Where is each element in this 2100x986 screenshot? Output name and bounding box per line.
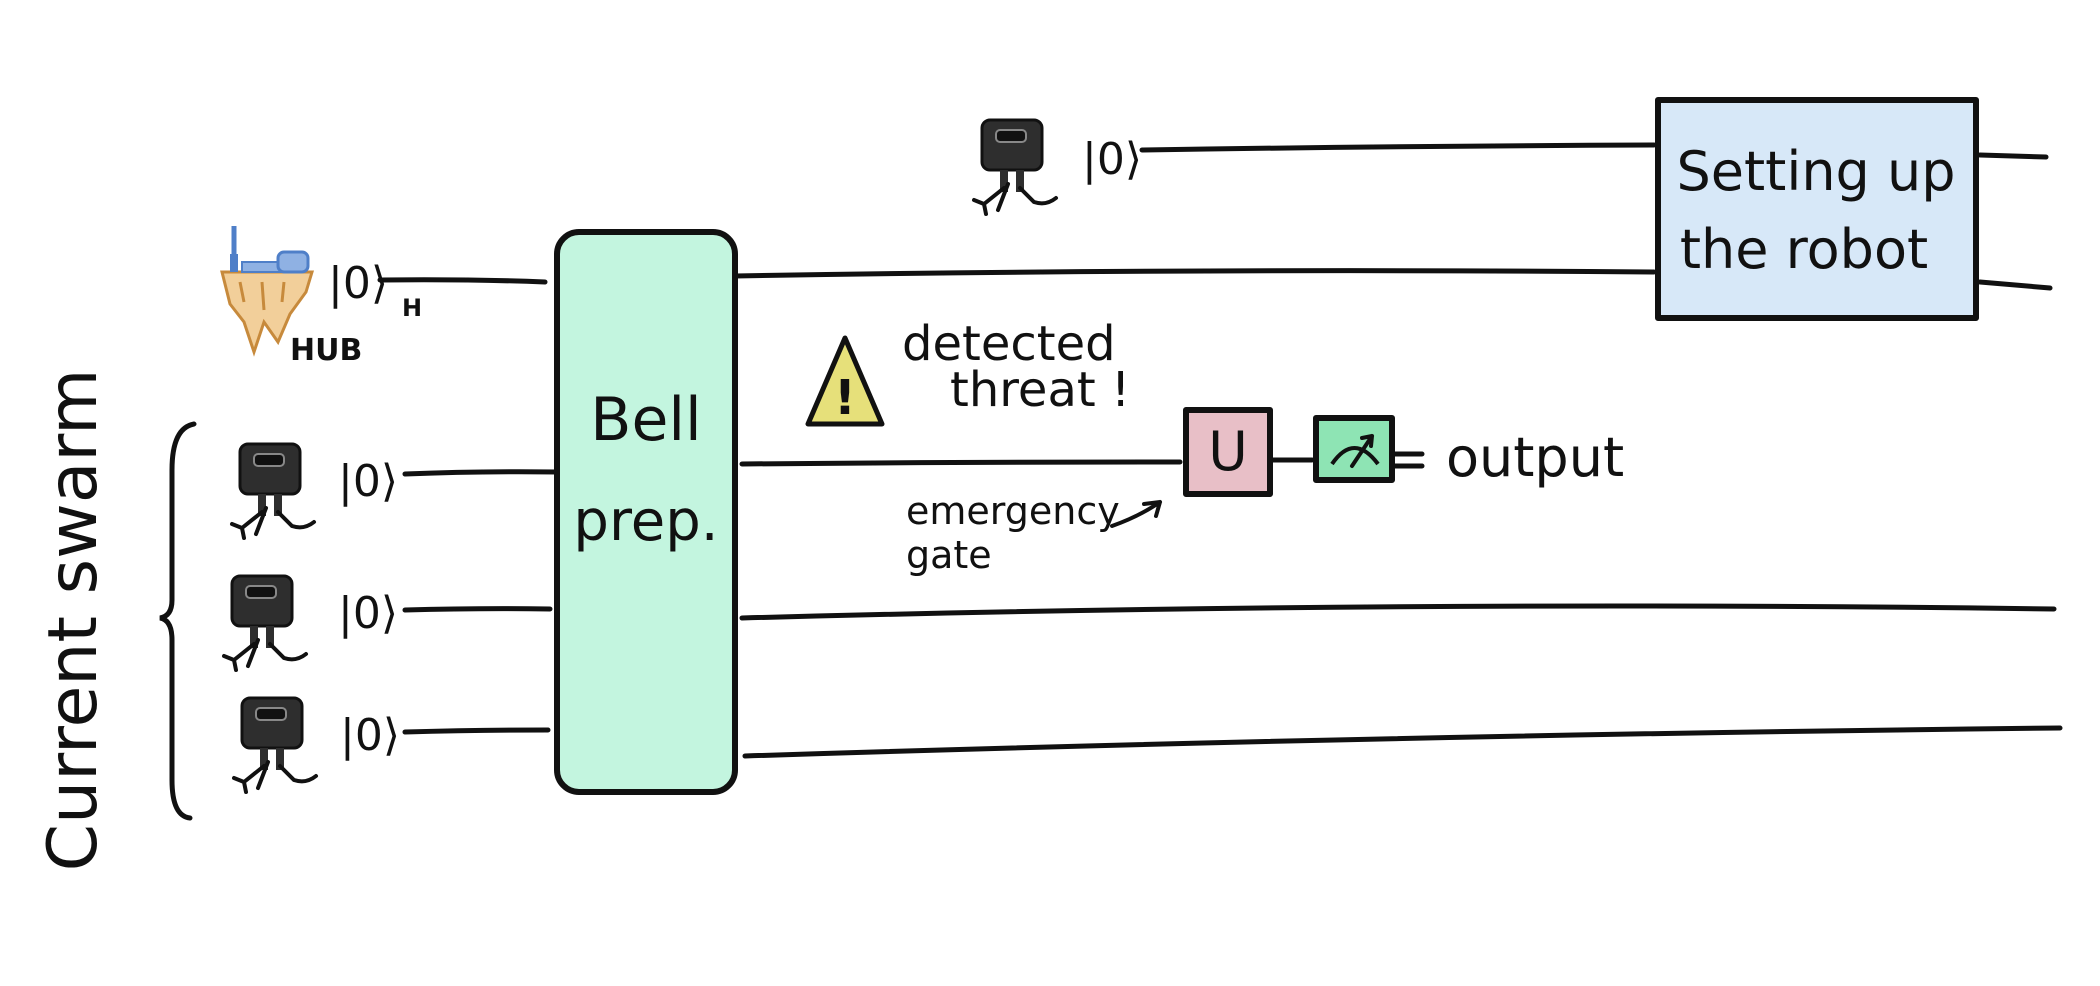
setup-robot-label-line1: Setting up bbox=[1676, 140, 1955, 203]
ket-swarm-2: |0⟩ bbox=[338, 588, 398, 639]
output-label: output bbox=[1446, 426, 1624, 489]
meter-icon bbox=[1313, 415, 1395, 483]
robot-icon-swarm-3 bbox=[232, 696, 318, 794]
setup-robot-label-line2: the robot bbox=[1680, 218, 1928, 281]
wire-swarm-1-in bbox=[402, 469, 561, 477]
wire-setup-out-top bbox=[1977, 152, 2049, 160]
emergency-label-line1: emergency bbox=[906, 489, 1120, 533]
bell-prep-box bbox=[554, 229, 738, 795]
unitary-gate bbox=[1183, 407, 1273, 497]
swarm-brace bbox=[159, 421, 197, 821]
bell-prep-label-line2: prep. bbox=[573, 489, 718, 554]
robot-icon-top bbox=[972, 118, 1058, 216]
robot-icon-swarm-1 bbox=[230, 442, 316, 540]
swarm-label: Current swarm bbox=[34, 369, 113, 872]
wire-swarm-2-in bbox=[402, 606, 553, 613]
setup-robot-box bbox=[1655, 97, 1979, 321]
threat-label-line2: threat ! bbox=[950, 362, 1130, 418]
wire-hub bbox=[377, 277, 548, 285]
emergency-label-line2: gate bbox=[906, 533, 992, 577]
wire-robot-top bbox=[1139, 142, 1657, 153]
ket-swarm-1: |0⟩ bbox=[338, 456, 398, 507]
wire-swarm-3-in bbox=[402, 727, 551, 735]
ket-swarm-3: |0⟩ bbox=[340, 710, 400, 761]
hub-subscript: H bbox=[402, 294, 422, 322]
hub-label: HUB bbox=[290, 333, 362, 368]
unitary-gate-label: U bbox=[1208, 420, 1248, 483]
svg-text:!: ! bbox=[834, 370, 856, 426]
ket-hub: |0⟩ bbox=[328, 258, 388, 309]
wire-swarm-3-out bbox=[742, 725, 2063, 759]
threat-label-line1: detected bbox=[902, 316, 1116, 372]
emergency-arrow bbox=[1110, 500, 1162, 528]
wire-swarm-2-out bbox=[739, 603, 2057, 621]
wire-to-unitary bbox=[739, 459, 1183, 467]
wire-setup-out-bottom bbox=[1977, 279, 2053, 291]
bell-prep-label-line1: Bell bbox=[590, 385, 701, 455]
robot-icon-swarm-2 bbox=[222, 574, 308, 672]
hub-icon bbox=[220, 226, 315, 357]
wire-bell-to-setup bbox=[732, 268, 1657, 279]
ket-robot-top: |0⟩ bbox=[1082, 134, 1142, 185]
warning-icon: ! bbox=[805, 335, 885, 427]
